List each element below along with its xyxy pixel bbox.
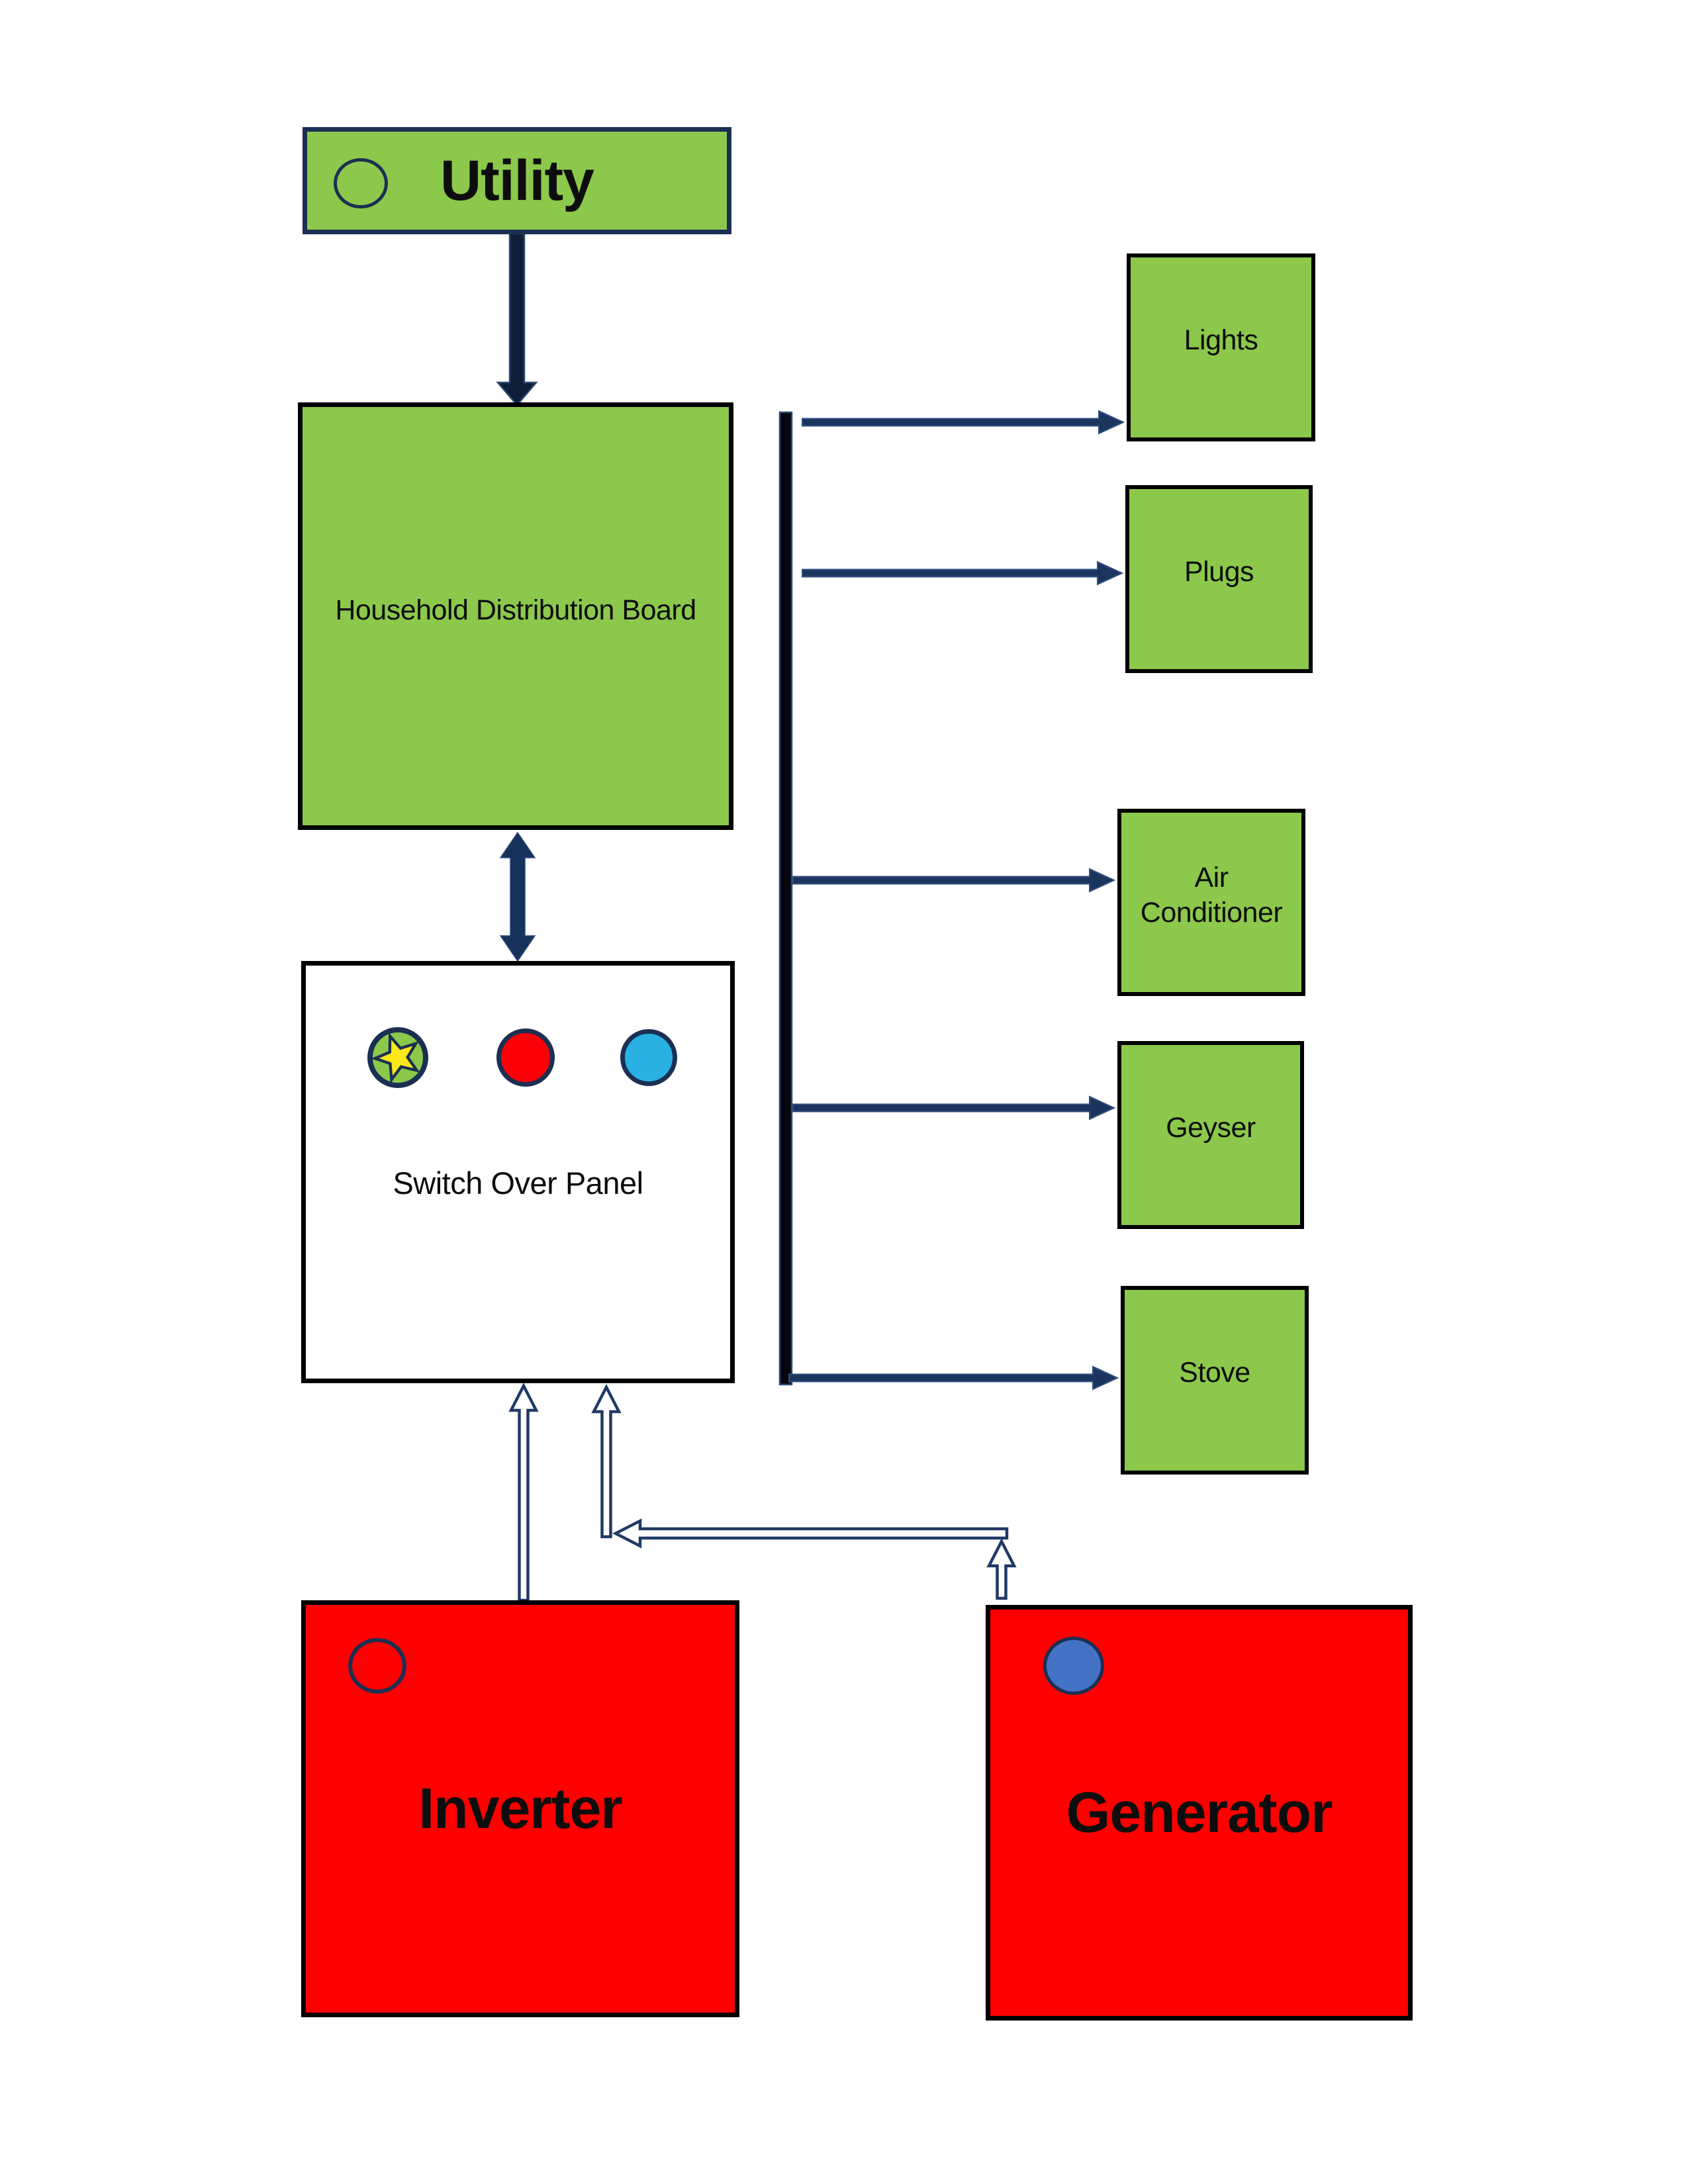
arrow-bus-to-plugs bbox=[802, 561, 1124, 586]
arrow-inverter-to-switchpanel bbox=[508, 1383, 539, 1602]
stove-label: Stove bbox=[1179, 1357, 1250, 1389]
inverter-label: Inverter bbox=[418, 1776, 622, 1841]
arrow-bus-to-geyser bbox=[792, 1095, 1116, 1120]
distribution-board-node: Household Distribution Board bbox=[298, 402, 733, 830]
utility-label: Utility bbox=[440, 148, 594, 212]
switch-over-panel-label: Switch Over Panel bbox=[393, 1165, 643, 1201]
arrow-bus-to-air-conditioner bbox=[792, 868, 1116, 893]
generator-node: Generator bbox=[986, 1605, 1413, 2021]
arrow-utility-to-board bbox=[496, 232, 538, 406]
generator-circle-icon bbox=[1043, 1637, 1104, 1695]
star-circle-icon bbox=[367, 1027, 428, 1088]
arrow-bus-to-stove bbox=[788, 1365, 1119, 1390]
arrow-riser-to-switchpanel bbox=[591, 1384, 622, 1539]
generator-label: Generator bbox=[1066, 1780, 1333, 1844]
star-icon bbox=[373, 1032, 420, 1083]
geyser-label: Geyser bbox=[1166, 1111, 1256, 1144]
inverter-node: Inverter bbox=[301, 1600, 739, 2017]
utility-ellipse-icon bbox=[334, 158, 388, 208]
distribution-bus-line bbox=[778, 411, 793, 1386]
red-circle-icon bbox=[496, 1028, 555, 1087]
blue-circle-icon bbox=[620, 1029, 677, 1086]
utility-node: Utility bbox=[303, 127, 731, 234]
lights-label: Lights bbox=[1184, 324, 1258, 356]
air-conditioner-label: Air Conditioner bbox=[1140, 862, 1283, 929]
load-node-geyser: Geyser bbox=[1117, 1041, 1304, 1229]
arrow-bus-to-lights bbox=[802, 410, 1125, 435]
load-node-lights: Lights bbox=[1127, 253, 1315, 441]
inverter-ellipse-icon bbox=[348, 1638, 406, 1694]
load-node-plugs: Plugs bbox=[1125, 485, 1313, 673]
arrow-generator-horizontal bbox=[612, 1518, 1009, 1549]
load-node-stove: Stove bbox=[1121, 1286, 1309, 1475]
plugs-label: Plugs bbox=[1184, 555, 1254, 588]
switch-over-panel-node: Switch Over Panel bbox=[301, 961, 735, 1383]
distribution-board-label: Household Distribution Board bbox=[335, 594, 696, 626]
arrow-generator-riser bbox=[986, 1538, 1017, 1600]
arrow-board-switchpanel-double bbox=[499, 831, 536, 962]
load-node-air-conditioner: Air Conditioner bbox=[1117, 809, 1305, 996]
